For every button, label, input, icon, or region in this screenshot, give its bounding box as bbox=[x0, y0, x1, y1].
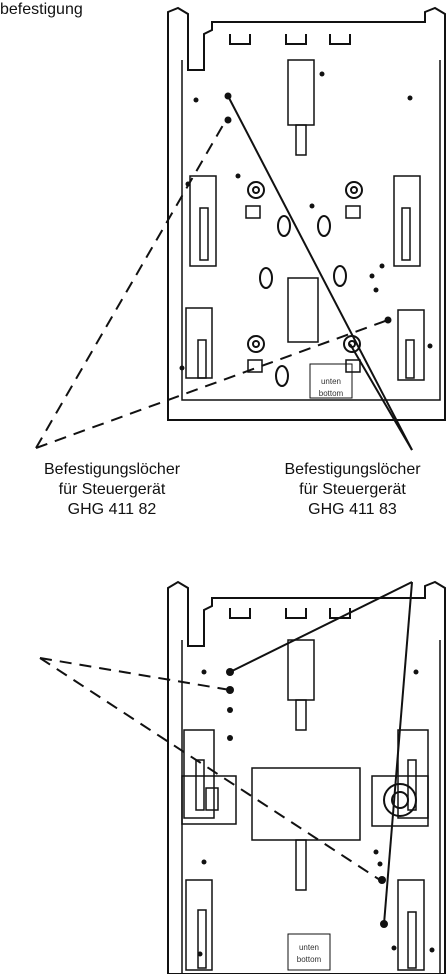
mounting-hole bbox=[224, 116, 232, 124]
center-slot-stem bbox=[295, 124, 307, 156]
label-group-left: Befestigungslöcher für Steuergerät GHG 4… bbox=[20, 460, 204, 520]
left-rail bbox=[189, 175, 217, 267]
mounting-hole bbox=[227, 735, 233, 741]
callout-lines-left bbox=[35, 119, 389, 881]
right-lower-slot bbox=[407, 911, 417, 969]
mounting-hole bbox=[378, 876, 386, 884]
label-right-line3: GHG 411 83 bbox=[308, 501, 397, 518]
right-lower-rail bbox=[397, 309, 425, 381]
boss bbox=[345, 181, 363, 199]
label-box bbox=[309, 363, 353, 399]
mounting-hole bbox=[413, 669, 419, 675]
oval-hole bbox=[275, 365, 289, 387]
label-right-line2: für Steuergerät bbox=[299, 481, 406, 498]
mounting-hole bbox=[201, 859, 207, 865]
mounting-hole bbox=[226, 686, 234, 694]
clip bbox=[345, 205, 361, 219]
center-stem bbox=[295, 839, 307, 891]
right-connector bbox=[371, 775, 429, 827]
left-connector-inner bbox=[205, 787, 219, 811]
mounting-hole bbox=[373, 287, 379, 293]
oval-hole bbox=[317, 215, 331, 237]
label-left-line1: Befestigungslöcher bbox=[43, 461, 181, 478]
mounting-hole bbox=[379, 263, 385, 269]
mounting-hole bbox=[309, 203, 315, 209]
right-rail bbox=[393, 175, 421, 267]
mounting-hole bbox=[235, 173, 241, 179]
plate-top-bottom-label-2: bottom bbox=[319, 389, 344, 398]
callout-line bbox=[39, 657, 231, 691]
label-left-line3: GHG 411 82 bbox=[67, 501, 157, 518]
left-rail bbox=[183, 729, 215, 819]
mounting-hole bbox=[391, 945, 397, 951]
mounting-hole bbox=[319, 71, 325, 77]
left-lower-slot bbox=[197, 339, 207, 379]
callout-line bbox=[35, 319, 389, 449]
boss bbox=[247, 181, 265, 199]
top-notch bbox=[229, 34, 251, 45]
label-right-line1: Befestigungslöcher bbox=[284, 461, 421, 478]
top-notch bbox=[329, 34, 351, 45]
mounting-hole bbox=[179, 365, 185, 371]
label-group-right: Befestigungslöcher für Steuergerät GHG 4… bbox=[258, 460, 447, 520]
right-connector-ring bbox=[383, 783, 417, 817]
mounting-plate-bottom bbox=[167, 580, 446, 974]
mounting-hole bbox=[201, 669, 207, 675]
plate-outline bbox=[167, 6, 446, 421]
mounting-hole bbox=[407, 95, 413, 101]
center-slot-stem bbox=[295, 699, 307, 731]
right-lower-slot bbox=[405, 339, 415, 379]
left-connector bbox=[181, 775, 237, 825]
callout-line bbox=[383, 581, 413, 925]
oval-hole bbox=[259, 267, 273, 289]
label-box bbox=[287, 933, 331, 971]
inner-frame bbox=[181, 60, 441, 401]
clip bbox=[245, 205, 261, 219]
callout-line bbox=[35, 119, 227, 449]
top-notch bbox=[285, 34, 307, 45]
right-rail bbox=[397, 729, 429, 819]
plate-top-bottom-label-1: unten bbox=[321, 377, 341, 386]
label-left-line2: für Steuergerät bbox=[58, 481, 166, 498]
mounting-hole bbox=[193, 97, 199, 103]
mounting-hole bbox=[197, 951, 203, 957]
left-lower-rail bbox=[185, 879, 213, 971]
oval-hole bbox=[333, 265, 347, 287]
top-label: befestigung bbox=[0, 1, 83, 18]
mounting-hole bbox=[227, 707, 233, 713]
callout-lines-right bbox=[227, 95, 413, 925]
top-notch bbox=[285, 608, 307, 619]
right-lower-rail bbox=[397, 879, 425, 971]
callout-line bbox=[349, 343, 413, 451]
mounting-hole bbox=[429, 947, 435, 953]
center-block bbox=[287, 277, 319, 343]
plate-bottom-bottom-label-2: bottom bbox=[297, 955, 322, 964]
oval-hole bbox=[277, 215, 291, 237]
callout-line bbox=[229, 581, 413, 673]
mounting-hole bbox=[369, 273, 375, 279]
callout-line bbox=[227, 95, 413, 451]
mounting-hole bbox=[373, 849, 379, 855]
callout-line bbox=[39, 657, 381, 881]
plate-outline bbox=[167, 580, 446, 974]
left-lower-slot bbox=[197, 909, 207, 969]
top-notch bbox=[229, 608, 251, 619]
boss bbox=[247, 335, 265, 353]
plate-bottom-bottom-label-1: unten bbox=[299, 943, 319, 952]
right-rail-slot bbox=[401, 207, 411, 261]
mounting-plate-top bbox=[167, 6, 446, 421]
mounting-hole bbox=[377, 861, 383, 867]
mounting-hole bbox=[384, 316, 392, 324]
clip bbox=[345, 359, 361, 373]
mounting-hole bbox=[427, 343, 433, 349]
left-rail-slot bbox=[195, 759, 205, 811]
left-rail-slot bbox=[199, 207, 209, 261]
